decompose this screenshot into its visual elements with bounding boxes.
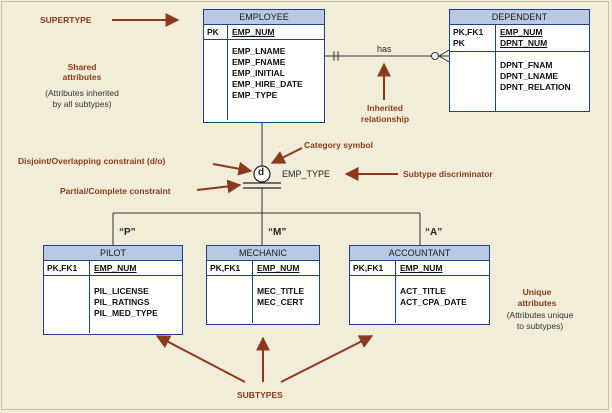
attribute: EMP_LNAME <box>232 46 286 56</box>
label-partial-constraint: Partial/Complete constraint <box>60 186 171 196</box>
entity-employee-pk-row: PK EMP_NUM <box>204 25 324 40</box>
entity-pilot-title: PILOT <box>44 246 182 261</box>
pk-attribute: EMP_NUM <box>232 27 275 37</box>
entity-accountant-pk-row: PK,FK1 EMP_NUM <box>350 261 489 276</box>
entity-employee-title: EMPLOYEE <box>204 10 324 25</box>
pk-attribute: EMP_NUM <box>257 263 300 273</box>
crowfoot-upper <box>438 49 450 57</box>
arrow-subtypes-pilot <box>155 335 246 383</box>
pk-key-label: PK,FK1 <box>207 261 253 275</box>
label-unique-attributes: Unique attributes <box>517 287 557 308</box>
attribute: DPNT_RELATION <box>500 82 571 92</box>
entity-dependent: DEPENDENT PK,FK1 PK EMP_NUM DPNT_NUM DPN… <box>449 9 590 112</box>
entity-dependent-pk-row: PK,FK1 PK EMP_NUM DPNT_NUM <box>450 25 589 52</box>
subtype-code-mechanic: “M” <box>268 227 287 238</box>
entity-accountant: ACCOUNTANT PK,FK1 EMP_NUM ACT_TITLE ACT_… <box>349 245 490 325</box>
category-symbol-letter: d <box>258 167 265 178</box>
entity-mechanic-pk-row: PK,FK1 EMP_NUM <box>207 261 319 276</box>
label-subtype-discriminator: Subtype discriminator <box>403 169 493 179</box>
entity-mechanic-title: MECHANIC <box>207 246 319 261</box>
arrow-disjoint <box>212 161 253 176</box>
entity-employee-attr-row: EMP_LNAME EMP_FNAME EMP_INITIAL EMP_HIRE… <box>204 40 324 120</box>
attribute: EMP_FNAME <box>232 57 286 67</box>
pk-key-label: PK,FK1 <box>350 261 396 275</box>
entity-pilot: PILOT PK,FK1 EMP_NUM PIL_LICENSE PIL_RAT… <box>43 245 183 335</box>
entity-mechanic-attr-row: MEC_TITLE MEC_CERT <box>207 276 319 323</box>
entity-pilot-attr-row: PIL_LICENSE PIL_RATINGS PIL_MED_TYPE <box>44 276 182 333</box>
pk-key-label: PK <box>453 38 465 48</box>
pk-key-label: PK,FK1 <box>44 261 90 275</box>
attribute: EMP_TYPE <box>232 90 278 100</box>
entity-employee: EMPLOYEE PK EMP_NUM EMP_LNAME EMP_FNAME … <box>203 9 325 123</box>
attribute: MEC_CERT <box>257 297 304 307</box>
entity-pilot-pk-row: PK,FK1 EMP_NUM <box>44 261 182 276</box>
optional-circle <box>431 52 439 60</box>
label-shared-note: (Attributes inherited by all subtypes) <box>45 88 119 109</box>
pk-attribute: EMP_NUM <box>94 263 137 273</box>
attribute: ACT_TITLE <box>400 286 446 296</box>
attribute: EMP_HIRE_DATE <box>232 79 303 89</box>
attribute: DPNT_LNAME <box>500 71 559 81</box>
label-subtypes: SUBTYPES <box>237 390 283 400</box>
subtype-discriminator-value: EMP_TYPE <box>282 169 331 179</box>
label-shared-attributes: Shared attributes <box>62 62 102 82</box>
label-disjoint-constraint: Disjoint/Overlapping constraint (d/o) <box>18 156 166 166</box>
attribute: PIL_LICENSE <box>94 286 149 296</box>
pk-attribute: EMP_NUM <box>500 27 543 37</box>
entity-mechanic: MECHANIC PK,FK1 EMP_NUM MEC_TITLE MEC_CE… <box>206 245 320 325</box>
label-category-symbol: Category symbol <box>304 140 373 150</box>
pk-attribute: DPNT_NUM <box>500 38 548 48</box>
pk-key-label: PK <box>204 25 228 39</box>
pk-attribute: EMP_NUM <box>400 263 443 273</box>
crowfoot-lower <box>438 55 450 63</box>
arrow-subtypes-accountant <box>280 335 374 383</box>
attribute: EMP_INITIAL <box>232 68 285 78</box>
arrow-category-symbol <box>270 147 303 164</box>
arrow-partial <box>196 179 242 194</box>
attribute: PIL_RATINGS <box>94 297 150 307</box>
subtype-code-accountant: “A” <box>425 227 443 238</box>
attribute: PIL_MED_TYPE <box>94 308 158 318</box>
entity-dependent-attr-row: DPNT_FNAM DPNT_LNAME DPNT_RELATION <box>450 52 589 112</box>
attribute: MEC_TITLE <box>257 286 305 296</box>
relationship-label-has: has <box>377 44 392 54</box>
subtype-code-pilot: “P” <box>119 227 136 238</box>
label-supertype: SUPERTYPE <box>40 15 92 25</box>
entity-dependent-title: DEPENDENT <box>450 10 589 25</box>
entity-accountant-attr-row: ACT_TITLE ACT_CPA_DATE <box>350 276 489 323</box>
label-unique-note: (Attributes unique to subtypes) <box>506 310 574 331</box>
attribute: DPNT_FNAM <box>500 60 553 70</box>
attribute: ACT_CPA_DATE <box>400 297 467 307</box>
pk-key-label: PK,FK1 <box>453 27 484 37</box>
category-symbol-circle <box>253 165 271 183</box>
entity-accountant-title: ACCOUNTANT <box>350 246 489 261</box>
label-inherited-relationship: Inherited relationship <box>360 103 410 124</box>
